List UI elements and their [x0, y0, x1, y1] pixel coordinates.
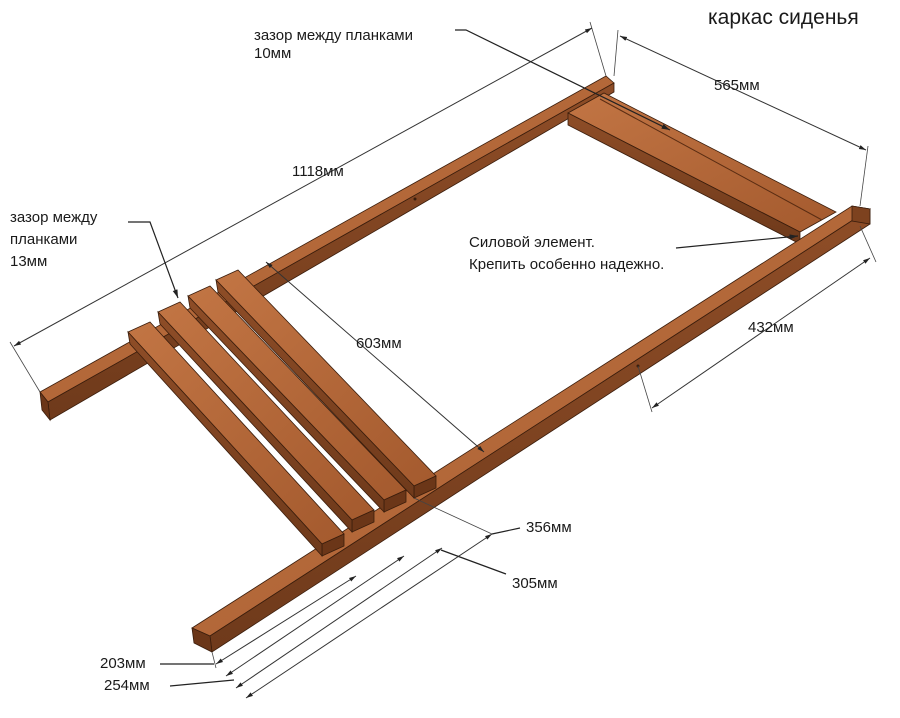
force-note-line1: Силовой элемент. — [469, 234, 595, 251]
dim-254: 254мм — [104, 677, 150, 694]
dim-203: 203мм — [100, 655, 146, 672]
dim-432: 432мм — [748, 319, 794, 336]
dim-356: 356мм — [526, 519, 572, 536]
gap-13-label-line3: 13мм — [10, 253, 47, 270]
page-title: каркас сиденья — [708, 6, 859, 29]
force-note-line2: Крепить особенно надежно. — [469, 256, 664, 273]
dim-305: 305мм — [512, 575, 558, 592]
dim-565: 565мм — [714, 77, 760, 94]
dim-603: 603мм — [356, 335, 402, 352]
gap-13-label-line2: планками — [10, 231, 77, 248]
end-crosspiece — [567, 92, 837, 245]
screw-icon — [413, 197, 417, 201]
dim-1118: 1118мм — [292, 163, 344, 180]
gap-10-label-line1: зазор между планками — [254, 27, 413, 44]
gap-13-label-line1: зазор между — [10, 209, 98, 226]
leader-lines — [128, 29, 799, 687]
dimension-lines — [9, 21, 877, 699]
gap-10-label-line2: 10мм — [254, 45, 291, 62]
